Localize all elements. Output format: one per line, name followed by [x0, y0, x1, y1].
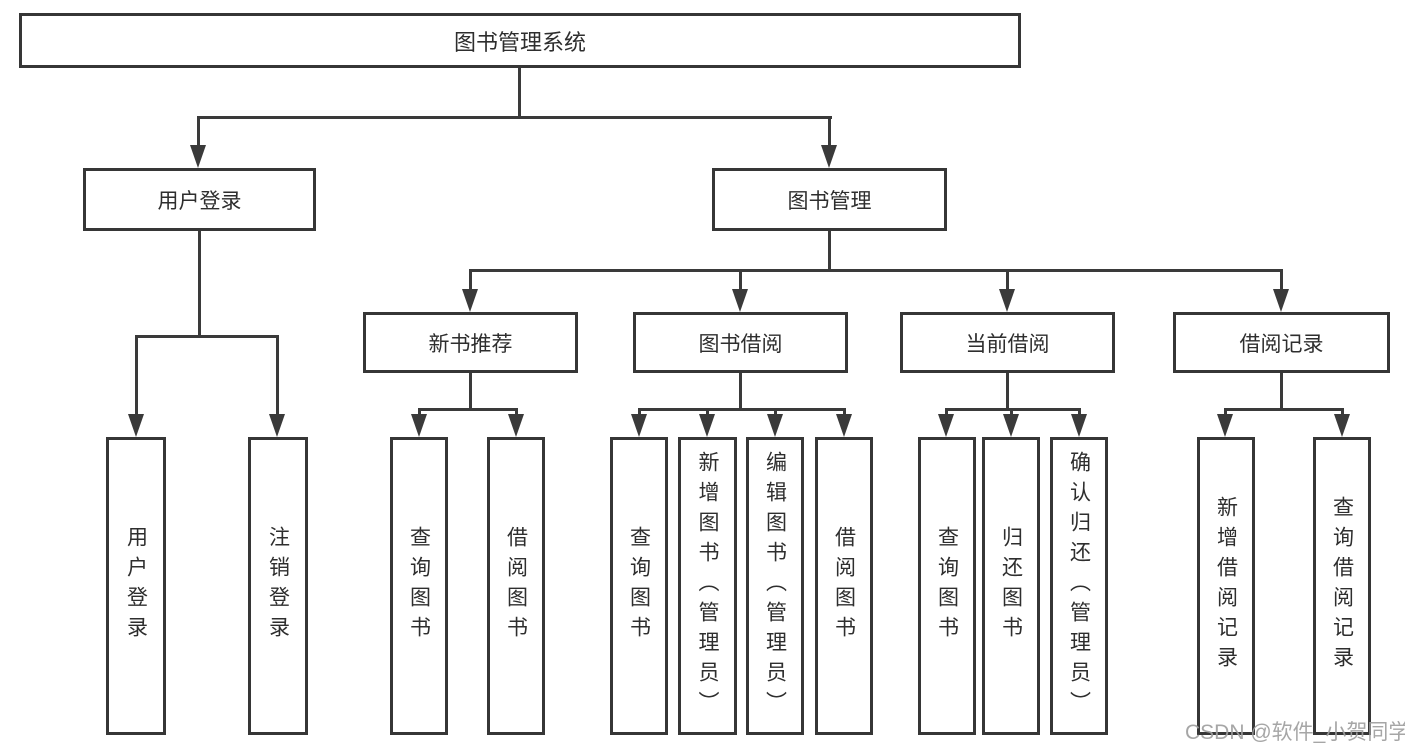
connector-bookborrow-drop-3: [774, 408, 777, 417]
leaf-current-return-label: 归还图书: [999, 526, 1023, 646]
node-borrow-records-label: 借阅记录: [1239, 332, 1324, 356]
arrowhead-icon: [411, 414, 427, 437]
connector-root-drop-right: [828, 116, 831, 147]
connector-newbooks-drop-1: [418, 408, 421, 417]
arrowhead-icon: [767, 414, 783, 437]
connector-bookmgmt-drop-3: [1006, 269, 1009, 291]
node-book-management: 图书管理: [712, 168, 947, 231]
node-root: 图书管理系统: [19, 13, 1021, 68]
leaf-records-query: 查询借阅记录: [1313, 437, 1371, 735]
leaf-borrow-query-label: 查询图书: [627, 526, 651, 646]
connector-userlogin-drop-1: [135, 335, 138, 416]
node-book-management-label: 图书管理: [787, 189, 872, 213]
arrowhead-icon: [836, 414, 852, 437]
connector-currentborrow-drop-1: [945, 408, 948, 417]
leaf-newbooks-borrow-label: 借阅图书: [504, 526, 528, 646]
connector-records-trunk: [1280, 373, 1283, 411]
leaf-current-query: 查询图书: [918, 437, 976, 735]
connector-userlogin-trunk: [198, 231, 201, 337]
node-book-borrow: 图书借阅: [633, 312, 848, 373]
node-book-borrow-label: 图书借阅: [698, 332, 783, 356]
leaf-borrow-edit-admin: 编辑图书（管理员）: [746, 437, 804, 735]
arrowhead-icon: [699, 414, 715, 437]
arrowhead-icon: [1217, 414, 1233, 437]
connector-root-trunk: [518, 68, 521, 117]
leaf-logout: 注销登录: [248, 437, 308, 735]
leaf-current-confirm-admin-label: 确认归还（管理员）: [1067, 451, 1091, 721]
connector-bookborrow-trunk: [739, 373, 742, 411]
connector-bookmgmt-trunk: [828, 231, 831, 272]
leaf-borrow-add-admin: 新增图书（管理员）: [678, 437, 737, 735]
connector-bookborrow-drop-4: [843, 408, 846, 417]
arrowhead-icon: [508, 414, 524, 437]
connector-newbooks-drop-2: [515, 408, 518, 417]
connector-userlogin-rail: [135, 335, 279, 338]
arrowhead-icon: [821, 145, 837, 168]
leaf-newbooks-query-label: 查询图书: [407, 526, 431, 646]
connector-root-drop-left: [197, 116, 200, 147]
connector-currentborrow-drop-2: [1010, 408, 1013, 417]
arrowhead-icon: [732, 289, 748, 312]
connector-bookborrow-rail: [638, 408, 846, 411]
arrowhead-icon: [462, 289, 478, 312]
leaf-borrow-edit-admin-label: 编辑图书（管理员）: [763, 451, 787, 721]
csdn-watermark: CSDN @软件_小贺同学: [1185, 721, 1405, 744]
arrowhead-icon: [999, 289, 1015, 312]
node-root-label: 图书管理系统: [453, 29, 586, 55]
leaf-borrow-book-label: 借阅图书: [832, 526, 856, 646]
connector-currentborrow-rail: [945, 408, 1081, 411]
connector-bookmgmt-drop-1: [469, 269, 472, 291]
connector-records-rail: [1224, 408, 1344, 411]
arrowhead-icon: [1273, 289, 1289, 312]
connector-bookborrow-drop-1: [638, 408, 641, 417]
connector-newbooks-rail: [418, 408, 518, 411]
leaf-user-login: 用户登录: [106, 437, 166, 735]
arrowhead-icon: [190, 145, 206, 168]
connector-newbooks-trunk: [469, 373, 472, 411]
leaf-records-query-label: 查询借阅记录: [1330, 496, 1354, 676]
leaf-borrow-add-admin-label: 新增图书（管理员）: [696, 451, 719, 721]
node-new-book-recommend-label: 新书推荐: [428, 332, 513, 356]
node-current-borrow: 当前借阅: [900, 312, 1115, 373]
connector-currentborrow-drop-3: [1078, 408, 1081, 417]
node-user-login: 用户登录: [83, 168, 316, 231]
leaf-logout-label: 注销登录: [266, 526, 290, 646]
leaf-records-add-label: 新增借阅记录: [1214, 496, 1238, 676]
leaf-current-query-label: 查询图书: [935, 526, 959, 646]
leaf-newbooks-borrow: 借阅图书: [487, 437, 545, 735]
arrowhead-icon: [1071, 414, 1087, 437]
leaf-current-confirm-admin: 确认归还（管理员）: [1050, 437, 1108, 735]
arrowhead-icon: [1334, 414, 1350, 437]
node-current-borrow-label: 当前借阅: [965, 332, 1050, 356]
arrowhead-icon: [631, 414, 647, 437]
node-borrow-records: 借阅记录: [1173, 312, 1390, 373]
arrowhead-icon: [269, 414, 285, 437]
leaf-records-add: 新增借阅记录: [1197, 437, 1255, 735]
connector-userlogin-drop-2: [276, 335, 279, 416]
leaf-user-login-label: 用户登录: [124, 526, 148, 646]
node-new-book-recommend: 新书推荐: [363, 312, 578, 373]
arrowhead-icon: [1003, 414, 1019, 437]
connector-records-drop-1: [1224, 408, 1227, 417]
arrowhead-icon: [128, 414, 144, 437]
arrowhead-icon: [938, 414, 954, 437]
leaf-current-return: 归还图书: [982, 437, 1040, 735]
leaf-borrow-book: 借阅图书: [815, 437, 873, 735]
connector-root-rail: [197, 116, 832, 119]
leaf-borrow-query: 查询图书: [610, 437, 668, 735]
connector-bookmgmt-drop-4: [1280, 269, 1283, 291]
connector-records-drop-2: [1341, 408, 1344, 417]
connector-currentborrow-trunk: [1006, 373, 1009, 411]
connector-bookmgmt-rail: [469, 269, 1283, 272]
connector-bookmgmt-drop-2: [739, 269, 742, 291]
connector-bookborrow-drop-2: [706, 408, 709, 417]
leaf-newbooks-query: 查询图书: [390, 437, 448, 735]
node-user-login-label: 用户登录: [157, 189, 242, 213]
